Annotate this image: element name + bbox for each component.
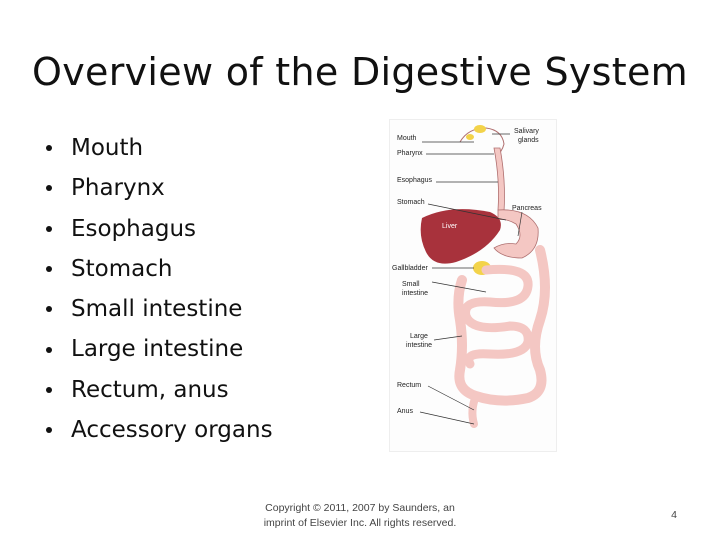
bullet-text: Stomach — [71, 255, 173, 282]
head-outline — [459, 127, 505, 157]
bullet-dot-icon — [46, 386, 52, 393]
salivary-gland-shape — [466, 134, 474, 140]
page-number: 4 — [671, 509, 677, 521]
large-intestine-shape — [453, 245, 550, 406]
bullet-dot-icon — [46, 145, 52, 152]
label-esophagus: Esophagus — [397, 177, 433, 184]
bullet-text: Rectum, anus — [71, 376, 229, 403]
copyright-notice: Copyright © 2011, 2007 by Saunders, an i… — [250, 501, 470, 531]
digestive-system-illustration: Mouth Pharynx Esophagus Stomach Liver Ga… — [392, 125, 550, 428]
copyright-line: Copyright © 2011, 2007 by Saunders, an — [265, 502, 455, 514]
bullet-item: Pharynx — [46, 168, 273, 208]
bullet-item: Stomach — [46, 249, 273, 289]
bullet-dot-icon — [46, 427, 52, 434]
bullet-text: Small intestine — [71, 296, 243, 323]
bullet-dot-icon — [46, 306, 52, 313]
digestive-system-diagram: Mouth Pharynx Esophagus Stomach Liver Ga… — [389, 119, 557, 452]
bullet-text: Mouth — [71, 135, 144, 161]
bullet-text: Accessory organs — [71, 417, 273, 444]
label-liver: Liver — [442, 223, 458, 230]
bullet-item: Rectum, anus — [46, 370, 273, 410]
bullet-dot-icon — [46, 185, 52, 192]
label-pharynx: Pharynx — [397, 150, 423, 157]
bullet-dot-icon — [46, 266, 52, 273]
label-salivary-glands-2: glands — [518, 137, 539, 144]
bullet-item: Small intestine — [46, 289, 273, 329]
label-small-intestine: Small — [402, 281, 420, 288]
bullet-text: Esophagus — [71, 215, 197, 242]
label-salivary-glands: Salivary — [514, 128, 539, 135]
label-anus: Anus — [397, 408, 413, 415]
label-gallbladder: Gallbladder — [392, 265, 428, 272]
label-large-intestine-2: intestine — [406, 342, 432, 349]
label-large-intestine: Large — [410, 333, 428, 340]
bullet-item: Accessory organs — [46, 410, 273, 450]
label-stomach: Stomach — [397, 199, 425, 206]
bullet-list: Mouth Pharynx Esophagus Stomach Small in… — [46, 128, 273, 450]
label-pancreas: Pancreas — [512, 205, 542, 212]
bullet-item: Mouth — [46, 128, 273, 168]
bullet-dot-icon — [46, 225, 52, 232]
bullet-item: Esophagus — [46, 209, 273, 249]
label-small-intestine-2: intestine — [402, 290, 428, 297]
liver-shape — [420, 209, 501, 264]
bullet-dot-icon — [46, 346, 52, 353]
rectum-shape — [468, 392, 480, 428]
stomach-shape — [493, 209, 539, 259]
copyright-line: imprint of Elsevier Inc. All rights rese… — [263, 517, 457, 529]
label-mouth: Mouth — [397, 135, 417, 142]
salivary-gland-shape — [474, 125, 486, 133]
bullet-item: Large intestine — [46, 329, 273, 369]
bullet-text: Pharynx — [71, 175, 165, 202]
bullet-text: Large intestine — [71, 336, 244, 363]
label-rectum: Rectum — [397, 382, 421, 389]
slide-title: Overview of the Digestive System — [32, 50, 688, 94]
esophagus-shape — [493, 147, 505, 213]
small-intestine-shape — [461, 264, 533, 369]
